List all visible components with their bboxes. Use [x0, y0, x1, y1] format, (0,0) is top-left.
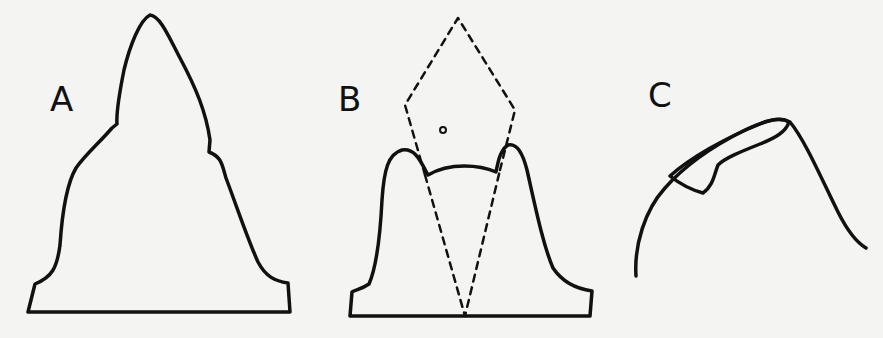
center-dot [440, 127, 446, 133]
outline-b [350, 145, 592, 316]
figure-letter: B [338, 82, 361, 116]
dashed-root [425, 170, 500, 316]
dashed-crown [405, 18, 515, 175]
outline-a [28, 15, 290, 312]
outline-c [636, 120, 866, 276]
figure-letter: A [50, 82, 73, 116]
cap-c [670, 119, 789, 193]
figure-letter: C [648, 78, 672, 112]
